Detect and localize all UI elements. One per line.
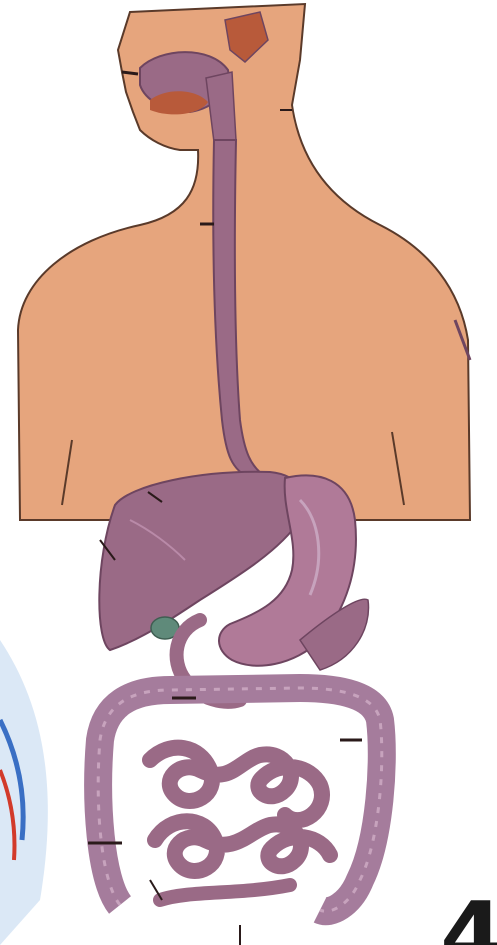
large-intestine	[98, 688, 382, 911]
small-intestine	[150, 748, 330, 900]
corner-digit: 4	[440, 890, 497, 945]
left-edge-decoration	[0, 640, 48, 945]
large-intestine-haustra	[98, 688, 382, 911]
pointer-mouth	[122, 72, 138, 74]
small-intestine-lower-loops	[155, 821, 330, 871]
small-intestine-upper-loops	[150, 748, 322, 821]
small-intestine-ileum	[160, 885, 290, 900]
